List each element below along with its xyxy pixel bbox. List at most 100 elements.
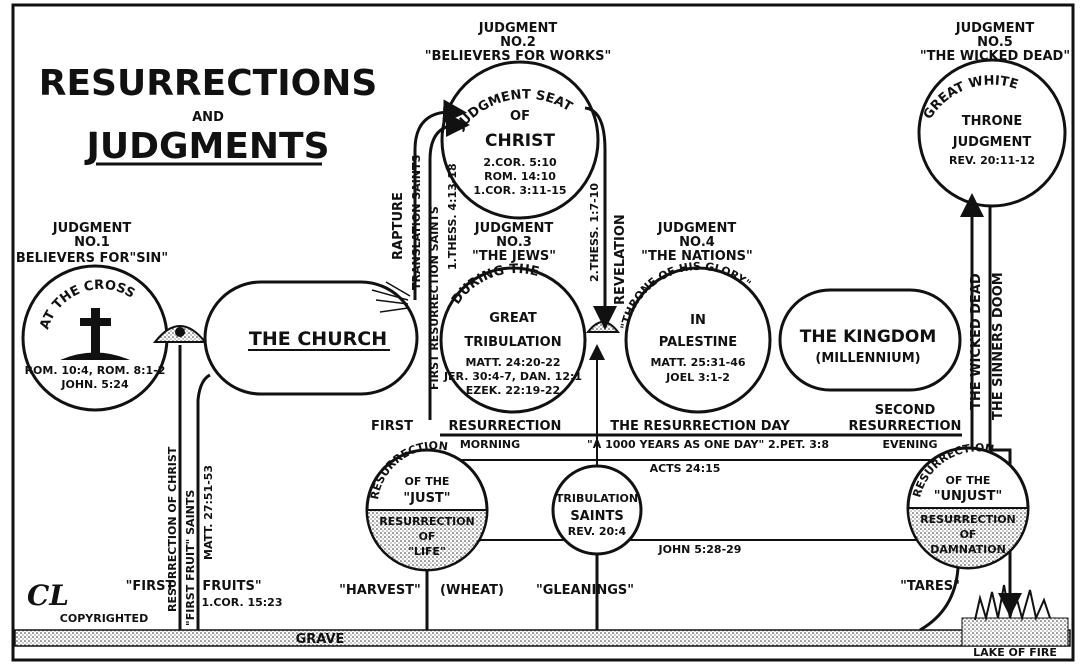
- trib-line2: SAINTS: [570, 509, 623, 524]
- j3-desc: "THE JEWS": [472, 249, 556, 264]
- j2-head: JUDGMENT: [478, 21, 558, 36]
- j3-ref1: MATT. 24:20-22: [465, 356, 560, 369]
- first-res-saints-label: FIRST RESURRECTION SAINTS: [428, 206, 441, 390]
- j1-refs1: ROM. 10:4, ROM. 8:1-2: [25, 364, 166, 377]
- church-label: THE CHURCH: [249, 328, 387, 350]
- first-res-path: [428, 113, 470, 420]
- first-fruit-saints-label: "FIRST FRUIT" SAINTS: [184, 490, 197, 626]
- j2-ref1: 2.COR. 5:10: [483, 156, 557, 169]
- j4-no: NO.4: [679, 235, 715, 250]
- grave-strip: [14, 629, 1071, 647]
- tl-morning: MORNING: [460, 438, 520, 451]
- unjust-of-the: OF THE: [946, 474, 991, 487]
- church-box: [203, 280, 419, 396]
- mound-icon: [585, 321, 621, 333]
- j4-ref1: MATT. 25:31-46: [650, 356, 745, 369]
- tl-resurrection2: RESURRECTION: [849, 419, 962, 434]
- tl-resurrection: RESURRECTION: [449, 419, 562, 434]
- j1-refs2: JOHN. 5:24: [60, 378, 129, 391]
- first-fruit-line: [196, 373, 211, 630]
- wheat-label: (WHEAT): [440, 583, 504, 598]
- unjust-stem: [919, 567, 960, 632]
- j5-circle-line2: THRONE: [962, 114, 1023, 129]
- tribulation-circle: [439, 266, 587, 414]
- lake-of-fire: [961, 617, 1069, 647]
- j2-ref2: ROM. 14:10: [484, 170, 556, 183]
- just-low1: RESURRECTION: [379, 515, 475, 528]
- gleanings-label: "GLEANINGS": [536, 583, 634, 598]
- rapture-label: RAPTURE: [391, 192, 406, 260]
- trib-ref: REV. 20:4: [568, 525, 627, 538]
- kingdom-line1: THE KINGDOM: [800, 327, 937, 347]
- rapture-path: [413, 99, 467, 300]
- tl-john: JOHN 5:28-29: [658, 543, 742, 556]
- tl-thousand: "A 1000 YEARS AS ONE DAY" 2.PET. 3:8: [587, 438, 829, 451]
- great-white-throne-circle: [917, 58, 1067, 208]
- j4-head: JUDGMENT: [657, 221, 737, 236]
- first-fruits-label: "FIRST: [126, 579, 175, 594]
- sinners-doom-label: THE SINNERS DOOM: [991, 272, 1006, 420]
- unjust-low1: RESURRECTION: [920, 513, 1016, 526]
- j5-head: JUDGMENT: [955, 21, 1035, 36]
- j1-desc: BELIEVERS FOR"SIN": [16, 251, 168, 266]
- j1-head: JUDGMENT: [52, 221, 132, 236]
- tares-label: "TARES": [900, 579, 960, 594]
- revelation-label: REVELATION: [613, 214, 628, 305]
- just-name: "JUST": [403, 491, 450, 506]
- j5-no: NO.5: [977, 35, 1013, 50]
- j3-ref2: JER. 30:4-7, DAN. 12:1: [443, 370, 582, 383]
- tomb-door-icon: [175, 327, 185, 337]
- harvest-label: "HARVEST": [339, 583, 421, 598]
- tl-evening: EVENING: [882, 438, 937, 451]
- translation-saints-label: TRANSLATION SAINTS: [410, 154, 423, 290]
- lake-label: LAKE OF FIRE: [973, 646, 1057, 659]
- tl-second: SECOND: [875, 403, 936, 418]
- j3-circle-line3: TRIBULATION: [464, 335, 561, 350]
- unjust-lower-half: [906, 507, 1030, 569]
- res-christ-label: RESURRECTION OF CHRIST: [166, 446, 179, 612]
- matt-label: MATT. 27:51-53: [202, 465, 215, 560]
- grave-label: GRAVE: [296, 632, 345, 647]
- j2-circle-line3: CHRIST: [485, 131, 555, 151]
- j3-ref3: EZEK. 22:19-22: [466, 384, 560, 397]
- just-lower-half: [365, 509, 489, 571]
- kingdom-line2: (MILLENNIUM): [815, 351, 920, 366]
- throne-of-glory-circle: [624, 266, 772, 414]
- revelation-path: [584, 106, 617, 330]
- title-line2: AND: [192, 110, 224, 125]
- j3-circle-line2: GREAT: [489, 311, 537, 326]
- sinners-doom-down-line: [990, 448, 1022, 617]
- just-of-the: OF THE: [405, 475, 450, 488]
- just-low2: OF: [419, 530, 436, 543]
- fruits-label: FRUITS": [202, 579, 261, 594]
- cor-label: 1.COR. 15:23: [202, 596, 283, 609]
- j2-circle-line2: OF: [510, 109, 530, 124]
- j4-circle-line2: IN: [690, 313, 706, 328]
- kingdom-box: [778, 288, 962, 392]
- just-low3: "LIFE": [408, 545, 446, 558]
- copyright-label: COPYRIGHTED: [60, 612, 148, 625]
- judgment-seat-circle: [440, 60, 600, 220]
- cl-logo: CL: [27, 579, 69, 612]
- j4-circle-line3: PALESTINE: [659, 335, 737, 350]
- j3-head: JUDGMENT: [474, 221, 554, 236]
- unjust-low2: OF: [960, 528, 977, 541]
- flames: [974, 584, 1051, 622]
- trib-line1: TRIBULATION: [556, 492, 638, 505]
- j5-ref1: REV. 20:11-12: [949, 154, 1035, 167]
- frame-border: [11, 3, 1075, 662]
- rapture-sparks: [371, 281, 411, 313]
- title-line3: JUDGMENTS: [83, 126, 329, 167]
- j3-no: NO.3: [496, 235, 532, 250]
- j2-ref3: 1.COR. 3:11-15: [473, 184, 566, 197]
- j2-desc: "BELIEVERS FOR WORKS": [425, 49, 611, 64]
- unjust-low3: DAMNATION: [930, 543, 1006, 556]
- j4-desc: "THE NATIONS": [641, 249, 753, 264]
- cross-icon: [60, 308, 130, 360]
- tl-acts: ACTS 24:15: [650, 462, 721, 475]
- title-line1: RESURRECTIONS: [39, 63, 378, 104]
- unjust-name: "UNJUST": [934, 489, 1003, 504]
- j5-desc: "THE WICKED DEAD": [920, 49, 1070, 64]
- j5-circle-line3: JUDGMENT: [952, 135, 1032, 150]
